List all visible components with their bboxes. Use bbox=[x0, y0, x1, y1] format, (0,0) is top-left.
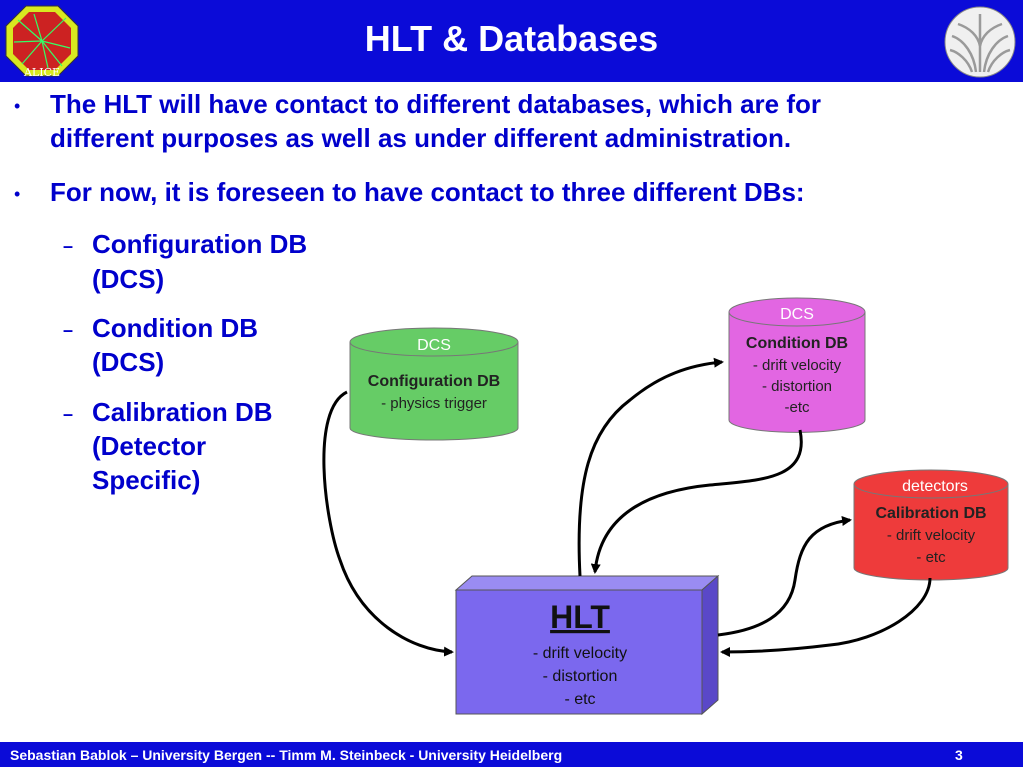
configuration-db-cylinder: DCS Configuration DB - physics trigger bbox=[349, 327, 519, 441]
alice-logo: ALICE bbox=[5, 5, 79, 78]
calibration-db-top-label: detectors bbox=[902, 478, 968, 495]
calibration-db-cylinder: detectors Calibration DB - drift velocit… bbox=[853, 469, 1009, 581]
hlt-item: - etc bbox=[564, 691, 595, 708]
subbullet-2-line-1: Condition DB bbox=[92, 313, 259, 343]
arrow-hlt-to-calibration bbox=[717, 516, 852, 637]
condition-db-item: - distortion bbox=[762, 378, 832, 395]
arrow-config-to-hlt bbox=[322, 390, 454, 657]
bullet-1-line-1: The HLT will have contact to different d… bbox=[50, 89, 821, 119]
calibration-db-title: Calibration DB bbox=[875, 505, 986, 522]
bullet-marker: • bbox=[14, 96, 21, 116]
bullet-2-line-1: For now, it is foreseen to have contact … bbox=[50, 177, 805, 207]
condition-db-item: - drift velocity bbox=[753, 357, 842, 374]
alice-logo-text: ALICE bbox=[23, 66, 60, 78]
subbullet-3-line-3: Specific) bbox=[92, 465, 201, 495]
condition-db-cylinder: DCS Condition DB - drift velocity - dist… bbox=[728, 297, 866, 433]
subbullet-marker: – bbox=[63, 404, 74, 424]
hlt-title: HLT bbox=[550, 599, 610, 635]
config-db-top-label: DCS bbox=[417, 337, 451, 354]
university-seal-icon bbox=[944, 6, 1016, 78]
condition-db-item: -etc bbox=[784, 399, 810, 416]
subbullet-3-line-1: Calibration DB bbox=[92, 397, 273, 427]
condition-db-top-label: DCS bbox=[780, 306, 814, 323]
hlt-item: - drift velocity bbox=[533, 645, 627, 662]
condition-db-title: Condition DB bbox=[746, 335, 848, 352]
subbullet-3-line-2: (Detector bbox=[92, 431, 207, 461]
subbullet-1-line-2: (DCS) bbox=[92, 264, 165, 294]
title-bar: ALICE HLT & Databases bbox=[0, 0, 1023, 82]
subbullet-marker: – bbox=[63, 236, 74, 256]
config-db-item: - physics trigger bbox=[381, 395, 487, 412]
subbullet-marker: – bbox=[63, 320, 74, 340]
hlt-box: HLT - drift velocity - distortion - etc bbox=[454, 574, 720, 716]
arrow-hlt-to-condition bbox=[577, 357, 724, 577]
page-number: 3 bbox=[955, 747, 963, 763]
arrow-calibration-to-hlt bbox=[720, 577, 932, 657]
calibration-db-item: - drift velocity bbox=[887, 527, 976, 544]
subbullet-1-line-1: Configuration DB bbox=[92, 229, 308, 259]
hlt-item: - distortion bbox=[543, 668, 618, 685]
footer-bar: Sebastian Bablok – University Bergen -- … bbox=[0, 742, 1023, 767]
footer-credits: Sebastian Bablok – University Bergen -- … bbox=[10, 747, 563, 763]
config-db-title: Configuration DB bbox=[368, 373, 500, 390]
calibration-db-item: - etc bbox=[916, 549, 946, 566]
bullet-marker: • bbox=[14, 184, 21, 204]
page-title: HLT & Databases bbox=[364, 18, 659, 59]
arrow-condition-to-hlt bbox=[590, 429, 803, 574]
bullet-1-line-2: different purposes as well as under diff… bbox=[50, 123, 792, 153]
subbullet-2-line-2: (DCS) bbox=[92, 347, 165, 377]
